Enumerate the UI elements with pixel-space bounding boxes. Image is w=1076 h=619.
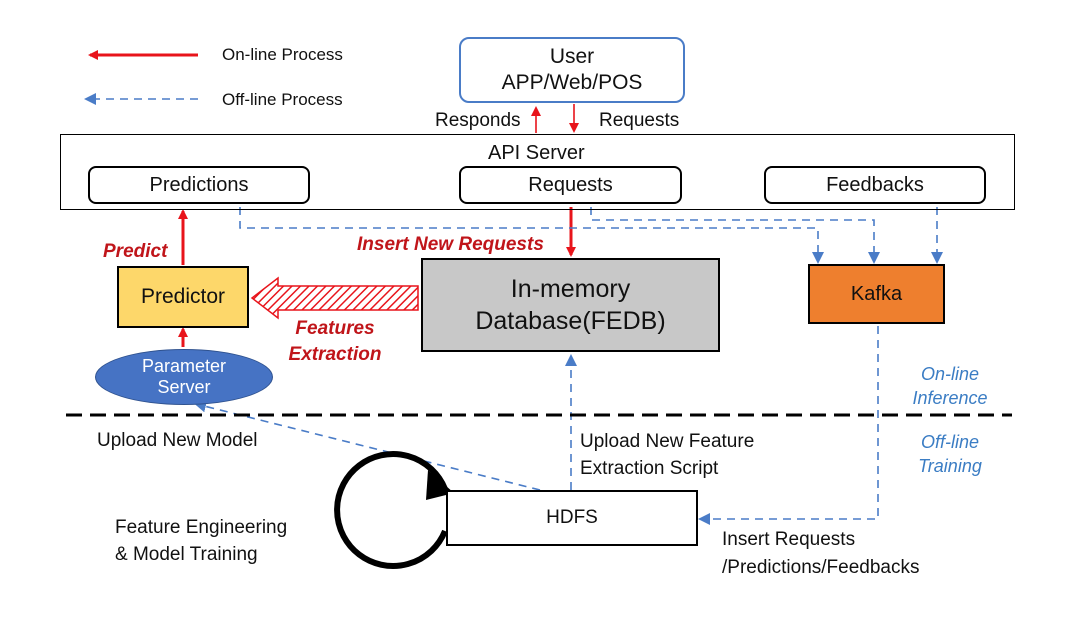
requests-to-kafka bbox=[590, 207, 880, 264]
offline-training-line1: Off-line bbox=[920, 432, 980, 452]
predictor-label: Predictor bbox=[140, 285, 226, 308]
predict-label: Predict bbox=[103, 241, 168, 262]
feedbacks-box: Feedbacks bbox=[764, 166, 986, 204]
insert-requests-line2: /Predictions/Feedbacks bbox=[722, 557, 920, 578]
hdfs-to-parameter-server bbox=[194, 400, 541, 491]
offline-training-line2: Training bbox=[918, 456, 982, 476]
predictions-box: Predictions bbox=[88, 166, 310, 204]
user-box: User APP/Web/POS bbox=[459, 37, 685, 103]
parameter-server-ellipse: Parameter Server bbox=[95, 349, 273, 405]
insert-new-requests-label: Insert New Requests bbox=[357, 234, 544, 255]
user-subtitle: APP/Web/POS bbox=[501, 71, 643, 94]
legend-online-label: On-line Process bbox=[222, 45, 343, 64]
kafka-label: Kafka bbox=[850, 282, 903, 305]
requests-box-label: Requests bbox=[528, 173, 613, 196]
database-line2: Database(FEDB) bbox=[475, 307, 666, 335]
requests-box: Requests bbox=[459, 166, 682, 204]
api-server-title: API Server bbox=[488, 142, 585, 164]
api-server-box bbox=[60, 134, 1015, 210]
hdfs-label: HDFS bbox=[546, 507, 598, 528]
database-line1: In-memory bbox=[510, 275, 631, 303]
online-inference-line1: On-line bbox=[920, 364, 980, 384]
insert-requests-line1: Insert Requests bbox=[722, 529, 856, 550]
upload-script-label: Upload New Feature Extraction Script bbox=[580, 428, 754, 482]
feature-engineering-line1: Feature Engineering bbox=[115, 517, 288, 538]
in-memory-database-box: In-memory Database(FEDB) bbox=[421, 258, 720, 352]
legend-offline-label: Off-line Process bbox=[222, 90, 343, 109]
parameter-server-line2: Server bbox=[157, 377, 211, 397]
features-extraction-line1: Features bbox=[295, 318, 375, 339]
training-loop-arrow bbox=[334, 451, 448, 569]
predictor-box: Predictor bbox=[117, 266, 249, 328]
requests-flow-label: Requests bbox=[599, 110, 680, 131]
kafka-box: Kafka bbox=[808, 264, 945, 324]
features-extraction-label: Features Extraction bbox=[280, 316, 390, 368]
upload-script-line2: Extraction Script bbox=[580, 458, 719, 479]
feature-engineering-label: Feature Engineering & Model Training bbox=[115, 514, 287, 568]
predictions-to-kafka bbox=[239, 207, 824, 264]
insert-requests-label: Insert Requests /Predictions/Feedbacks bbox=[722, 526, 920, 582]
predictions-label: Predictions bbox=[149, 173, 249, 196]
features-extraction-line2: Extraction bbox=[288, 344, 382, 365]
features-extraction-arrow bbox=[250, 276, 419, 320]
offline-training-label: Off-line Training bbox=[895, 430, 1005, 478]
hdfs-box: HDFS bbox=[446, 490, 698, 546]
kafka-to-hdfs bbox=[698, 326, 879, 525]
user-title: User bbox=[549, 45, 595, 68]
feature-engineering-line2: & Model Training bbox=[115, 544, 258, 565]
online-inference-line2: Inference bbox=[912, 388, 988, 408]
upload-new-model-label: Upload New Model bbox=[97, 430, 258, 451]
responds-label: Responds bbox=[435, 110, 521, 131]
upload-script-line1: Upload New Feature bbox=[580, 431, 755, 452]
feedbacks-label: Feedbacks bbox=[826, 173, 924, 196]
parameter-server-line1: Parameter bbox=[141, 356, 227, 376]
online-inference-label: On-line Inference bbox=[895, 362, 1005, 410]
